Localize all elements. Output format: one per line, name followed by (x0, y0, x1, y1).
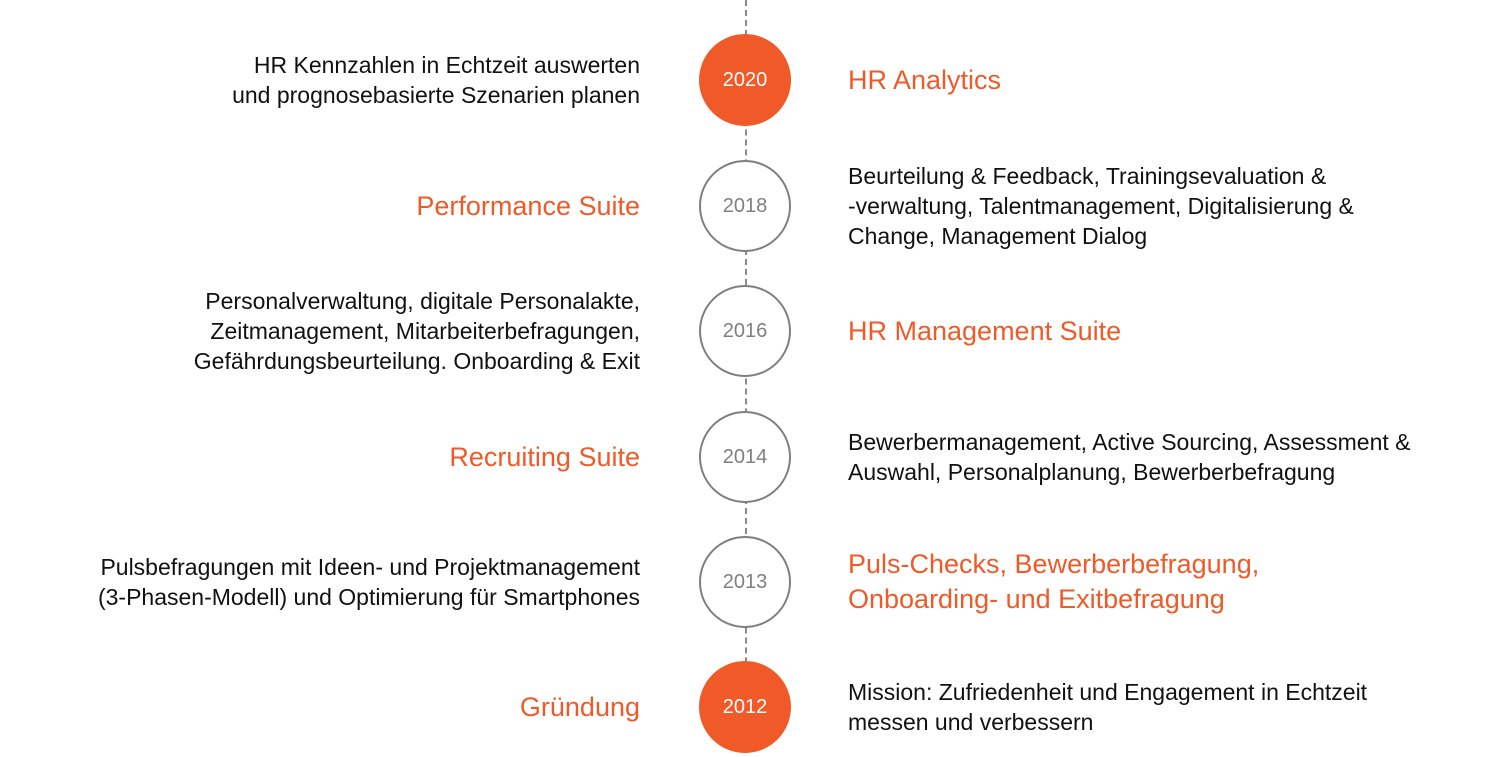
year-node: 2016 (699, 285, 791, 377)
milestone-description: Mission: Zufriedenheit und Engagement in… (848, 679, 1368, 735)
milestone-title: Recruiting Suite (449, 441, 640, 472)
year-node: 2020 (699, 34, 791, 126)
milestone-title: Puls-Checks, Bewerberbefragung, Onboardi… (848, 549, 1260, 614)
milestone-left: HR Kennzahlen in Echtzeit auswerten und … (20, 34, 640, 126)
milestone-row: Gründung 2012 Mission: Zufriedenheit und E… (0, 661, 1497, 757)
milestone-left: Personalverwaltung, digitale Personalakt… (20, 285, 640, 377)
milestone-left: Gründung (20, 661, 640, 753)
milestone-row: Recruiting Suite 2014 Bewerbermanagement, … (0, 411, 1497, 507)
year-node: 2013 (699, 536, 791, 628)
milestone-right: HR Analytics (848, 34, 1478, 126)
milestone-right: Mission: Zufriedenheit und Engagement in… (848, 661, 1478, 753)
milestone-description: Pulsbefragungen mit Ideen- und Projektma… (97, 554, 640, 610)
milestone-right: Bewerbermanagement, Active Sourcing, Ass… (848, 411, 1478, 503)
milestone-description: Beurteilung & Feedback, Trainingsevaluat… (848, 163, 1354, 249)
milestone-left: Performance Suite (20, 160, 640, 252)
milestone-right: Puls-Checks, Bewerberbefragung, Onboardi… (848, 536, 1478, 628)
year-node: 2018 (699, 160, 791, 252)
milestone-description: Personalverwaltung, digitale Personalakt… (193, 288, 640, 374)
year-node: 2014 (699, 411, 791, 503)
milestone-title: Performance Suite (416, 190, 640, 221)
milestone-row: Pulsbefragungen mit Ideen- und Projektma… (0, 536, 1497, 632)
milestone-row: Performance Suite 2018 Beurteilung & Feedb… (0, 160, 1497, 256)
milestone-title: HR Management Suite (848, 315, 1122, 346)
milestone-row: HR Kennzahlen in Echtzeit auswerten und … (0, 34, 1497, 130)
milestone-left: Pulsbefragungen mit Ideen- und Projektma… (20, 536, 640, 628)
milestone-left: Recruiting Suite (20, 411, 640, 503)
milestone-right: HR Management Suite (848, 285, 1478, 377)
milestone-title: HR Analytics (848, 64, 1002, 95)
milestone-title: Gründung (519, 691, 640, 722)
milestone-description: HR Kennzahlen in Echtzeit auswerten und … (232, 52, 640, 108)
milestone-right: Beurteilung & Feedback, Trainingsevaluat… (848, 160, 1478, 252)
milestone-row: Personalverwaltung, digitale Personalakt… (0, 285, 1497, 381)
year-node: 2012 (699, 661, 791, 753)
milestone-description: Bewerbermanagement, Active Sourcing, Ass… (848, 429, 1411, 485)
